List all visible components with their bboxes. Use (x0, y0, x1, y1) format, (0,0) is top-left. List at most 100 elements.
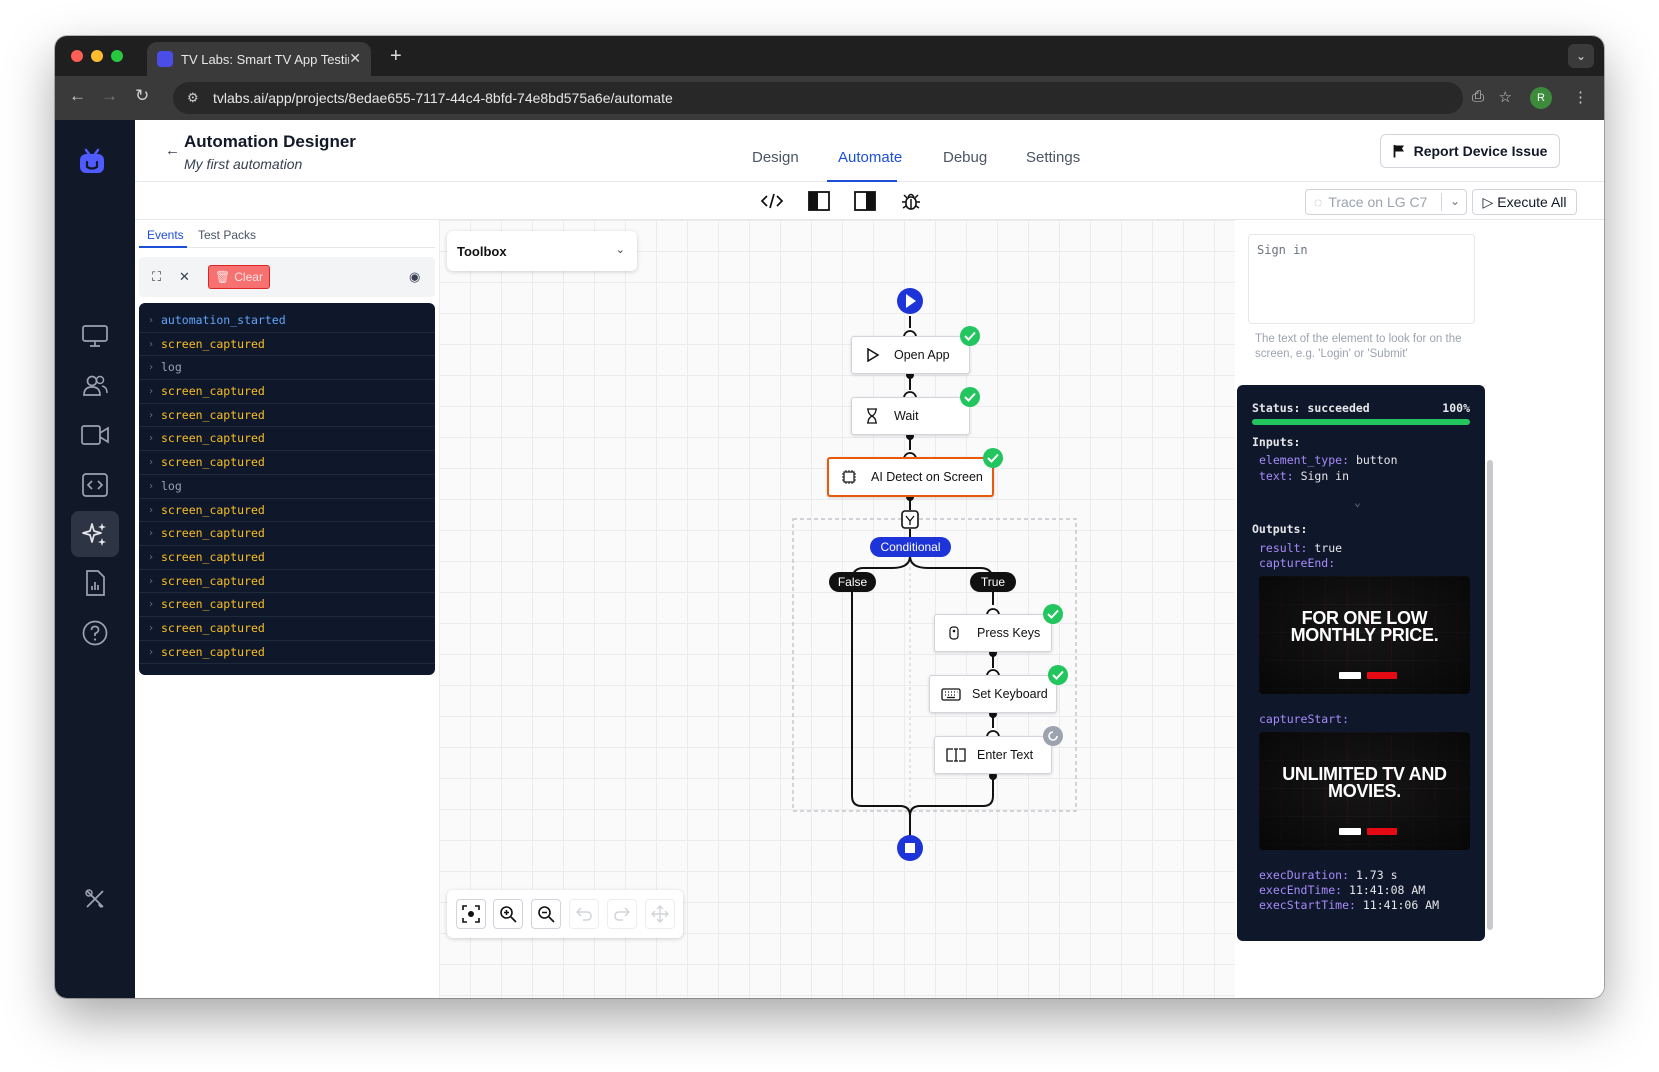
tab-close-icon[interactable]: ✕ (349, 50, 361, 66)
sidebar-item-devices[interactable] (71, 313, 119, 359)
progress-fill (1252, 419, 1470, 425)
node-press-keys[interactable]: Press Keys (934, 614, 1052, 652)
debug-bug-icon[interactable] (900, 190, 922, 212)
event-row[interactable]: ›screen_captured (139, 451, 435, 475)
event-row[interactable]: ›automation_started (139, 309, 435, 333)
bookmark-star-icon[interactable]: ☆ (1498, 89, 1512, 106)
maximize-window-button[interactable] (111, 50, 123, 62)
clear-button-label: Clear (234, 270, 263, 284)
users-icon (83, 375, 108, 396)
tvlabs-logo-icon[interactable] (77, 146, 107, 176)
new-tab-button[interactable]: + (390, 45, 402, 67)
toolbox-dropdown[interactable]: Toolbox ⌄ (447, 231, 637, 271)
url-field[interactable]: ⚙ tvlabs.ai/app/projects/8edae655-7117-4… (173, 82, 1463, 114)
back-icon[interactable]: ← (69, 86, 86, 105)
toolbox-label: Toolbox (457, 243, 507, 259)
tab-events[interactable]: Events (147, 228, 184, 242)
text-cursor-icon (946, 748, 966, 762)
sidebar-item-recordings[interactable] (71, 412, 119, 458)
keyboard-icon (941, 687, 961, 701)
right-panel-toggle-icon[interactable] (854, 190, 876, 212)
exec-duration: execDuration: 1.73 s (1259, 868, 1398, 882)
sidebar-item-help[interactable] (71, 610, 119, 656)
trace-select-value: Trace on LG C7 (1328, 194, 1428, 210)
browser-menu-icon[interactable]: ⋮ (1573, 89, 1588, 106)
event-row[interactable]: ›screen_captured (139, 641, 435, 665)
node-enter-text[interactable]: Enter Text (934, 736, 1052, 774)
sidebar-item-users[interactable] (71, 362, 119, 408)
capture-start-screenshot[interactable]: UNLIMITED TV AND MOVIES. (1259, 732, 1470, 850)
tab-test-packs[interactable]: Test Packs (198, 228, 257, 242)
tab-settings[interactable]: Settings (1026, 149, 1081, 166)
expand-all-icon[interactable]: ⛶ (152, 269, 162, 284)
node-wait[interactable]: Wait (851, 397, 970, 435)
sidebar-item-tools[interactable] (71, 876, 119, 922)
event-row[interactable]: ›screen_captured (139, 522, 435, 546)
event-row[interactable]: ›screen_captured (139, 333, 435, 357)
node-ai-detect-on-screen[interactable]: AI Detect on Screen (827, 457, 994, 497)
report-device-issue-button[interactable]: Report Device Issue (1380, 134, 1560, 168)
zoom-in-icon (500, 906, 517, 923)
zoom-out-button[interactable] (531, 899, 561, 929)
sidebar-item-automation[interactable] (71, 511, 119, 557)
forward-icon[interactable]: → (101, 86, 118, 105)
event-row[interactable]: ›screen_captured (139, 570, 435, 594)
event-row[interactable]: ›log (139, 356, 435, 381)
target-icon[interactable]: ◉ (409, 269, 421, 284)
reload-icon[interactable]: ↻ (135, 86, 150, 105)
browser-tab[interactable]: TV Labs: Smart TV App Testir ✕ (147, 42, 371, 76)
close-window-button[interactable] (71, 50, 83, 62)
collapse-all-icon[interactable]: ✕ (179, 269, 190, 284)
event-row[interactable]: ›screen_captured (139, 593, 435, 617)
conditional-label[interactable]: Conditional (870, 537, 951, 557)
status-value: succeeded (1307, 401, 1370, 415)
pan-button[interactable] (645, 899, 675, 929)
site-info-icon[interactable]: ⚙ (187, 90, 199, 105)
node-output-handle[interactable] (989, 772, 997, 780)
undo-button[interactable] (569, 899, 599, 929)
flow-canvas[interactable]: Toolbox ⌄ (439, 220, 1235, 998)
condition-split-node[interactable] (901, 510, 919, 529)
event-name: screen_captured (161, 644, 265, 659)
expand-chevron-icon[interactable]: ⌄ (1354, 495, 1361, 509)
zoom-in-button[interactable] (493, 899, 523, 929)
tab-automate[interactable]: Automate (838, 149, 903, 166)
install-app-icon[interactable]: ⎙ (1471, 88, 1484, 105)
chevron-down-icon[interactable]: ⌄ (1449, 194, 1460, 208)
panel-scrollbar[interactable] (1487, 460, 1493, 930)
chevron-right-icon: › (148, 315, 155, 326)
node-label: Press Keys (977, 626, 1041, 640)
node-set-keyboard[interactable]: Set Keyboard (929, 675, 1057, 713)
loading-spinner-icon: ◌ (1314, 194, 1323, 210)
sidebar-item-code[interactable] (71, 462, 119, 508)
tab-debug[interactable]: Debug (943, 149, 988, 166)
clear-events-button[interactable]: 🗑 Clear (208, 265, 270, 289)
tab-search-button[interactable]: ⌄ (1568, 44, 1594, 68)
minimize-window-button[interactable] (91, 50, 103, 62)
event-row[interactable]: ›screen_captured (139, 404, 435, 428)
profile-avatar[interactable]: R (1530, 87, 1552, 109)
tab-design[interactable]: Design (752, 149, 799, 166)
hourglass-icon (867, 408, 877, 424)
event-row[interactable]: ›screen_captured (139, 380, 435, 404)
event-row[interactable]: ›screen_captured (139, 617, 435, 641)
event-row[interactable]: ›log (139, 475, 435, 499)
event-row[interactable]: ›screen_captured (139, 546, 435, 570)
outputs-heading: Outputs: (1252, 522, 1308, 536)
element-text-input[interactable]: Sign in (1248, 234, 1475, 324)
execute-all-button[interactable]: ▷ Execute All (1472, 189, 1577, 215)
redo-button[interactable] (607, 899, 637, 929)
capture-end-screenshot[interactable]: FOR ONE LOW MONTHLY PRICE. (1259, 576, 1470, 694)
play-outline-icon (867, 348, 880, 362)
back-arrow-icon[interactable]: ← (165, 142, 180, 159)
event-row[interactable]: ›screen_captured (139, 499, 435, 523)
trace-device-select[interactable]: ◌ Trace on LG C7 ⌄ (1305, 189, 1467, 215)
code-view-icon[interactable] (761, 190, 783, 212)
left-panel-toggle-icon[interactable] (808, 190, 830, 212)
select-divider (1441, 193, 1442, 211)
fit-view-button[interactable] (456, 899, 486, 929)
sidebar-item-reports[interactable] (71, 560, 119, 606)
app: ← Automation Designer My first automatio… (55, 120, 1604, 998)
event-row[interactable]: ›screen_captured (139, 427, 435, 452)
node-open-app[interactable]: Open App (851, 336, 970, 374)
